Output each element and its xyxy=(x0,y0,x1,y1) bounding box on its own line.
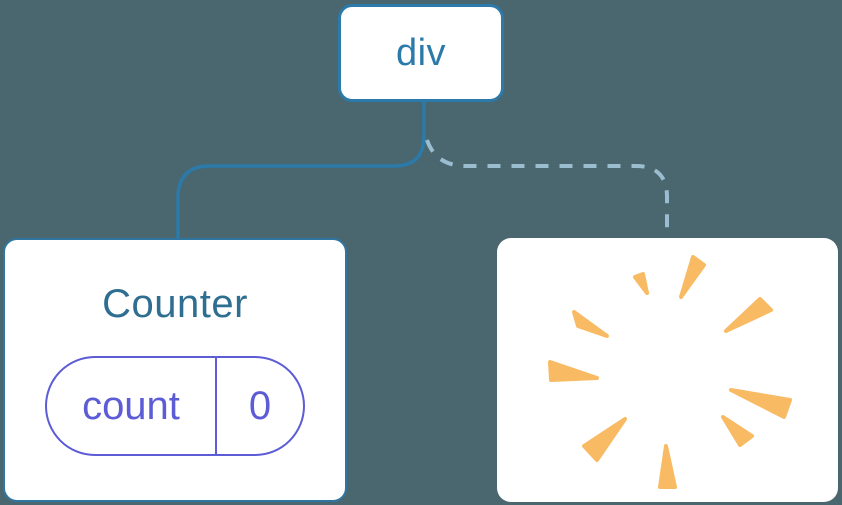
div-node-label: div xyxy=(395,31,447,74)
tree-node-counter: Counter count 0 xyxy=(3,238,347,502)
poof-spark xyxy=(572,310,609,338)
state-value-label: 0 xyxy=(215,358,303,454)
poof-spark xyxy=(729,388,792,419)
counter-node-label: Counter xyxy=(102,282,248,326)
poof-spark xyxy=(721,415,754,447)
state-pill: count 0 xyxy=(45,356,305,456)
poof-spark xyxy=(582,417,627,462)
tree-node-div: div xyxy=(338,4,504,102)
tree-node-removed xyxy=(497,238,838,502)
poof-spark xyxy=(679,255,706,299)
poof-icon xyxy=(548,255,792,489)
connector-dashed xyxy=(425,139,669,239)
poof-spark xyxy=(724,297,773,333)
poof-spark xyxy=(548,360,599,382)
state-key-label: count xyxy=(82,383,180,428)
poof-spark xyxy=(658,444,677,489)
connector-solid xyxy=(176,99,426,241)
poof-spark xyxy=(633,272,649,295)
